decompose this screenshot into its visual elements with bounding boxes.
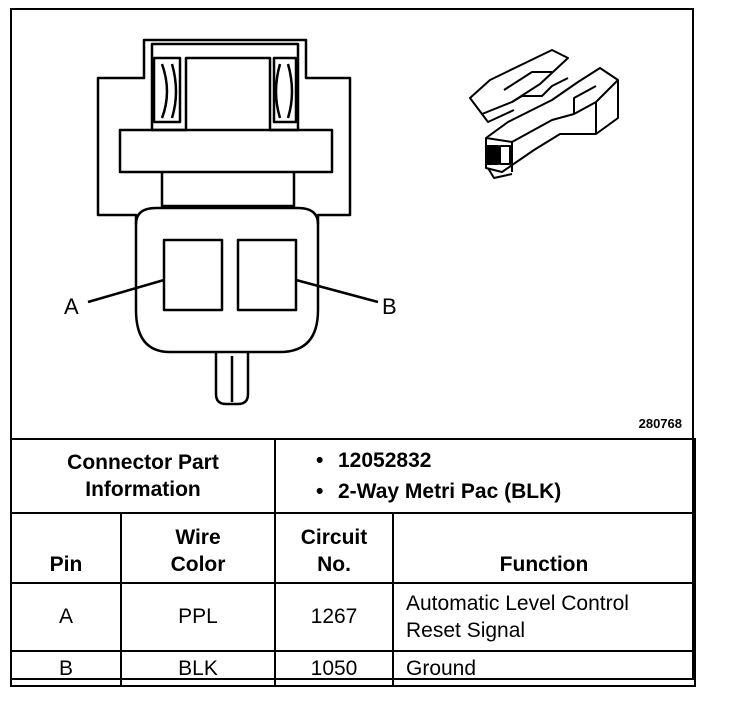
lock-bar — [118, 128, 334, 174]
key-tab — [214, 352, 250, 406]
bullet-part-number: • — [316, 449, 324, 472]
connector-info-label-line1: Connector Part — [67, 451, 219, 474]
cavity-a — [162, 238, 224, 312]
connector-info-label: Connector Part Information — [10, 438, 276, 514]
header-function: Function — [391, 512, 697, 584]
bullet-description: • — [316, 480, 324, 503]
connector-neck — [160, 172, 296, 208]
pin-label-b: B — [382, 294, 397, 319]
leader-a — [87, 278, 165, 304]
table-row: A PPL 1267 Automatic Level Control Reset… — [10, 582, 697, 652]
figure-id: 280768 — [638, 416, 682, 431]
connector-info-row: Connector Part Information • 12052832 • 2-… — [10, 438, 697, 514]
part-number: 12052832 — [338, 449, 432, 472]
row-a-pin: A — [10, 582, 122, 652]
row-b-wire-color: BLK — [120, 650, 276, 687]
connector-info-values: • 12052832 • 2-Way Metri Pac (BLK) — [273, 438, 697, 514]
pin-label-a: A — [64, 294, 79, 319]
row-a-function-line2: Reset Signal — [406, 619, 526, 642]
latch-left-tooth — [152, 56, 182, 124]
connector-face — [134, 206, 320, 225]
row-a-function: Automatic Level Control Reset Signal — [391, 582, 697, 652]
latch-right-tooth — [272, 56, 298, 124]
row-b-pin: B — [10, 650, 122, 687]
row-a-function-line1: Automatic Level Control — [406, 592, 629, 615]
header-wire-line2: Color — [170, 553, 226, 576]
connector-table: Connector Part Information • 12052832 • 2-… — [10, 438, 697, 687]
connector-info-label-line2: Information — [85, 478, 201, 501]
leader-b — [295, 278, 379, 304]
table-row: B BLK 1050 Ground — [10, 650, 697, 687]
connector-isometric-view — [469, 49, 619, 179]
row-a-wire-color: PPL — [120, 582, 276, 652]
connector-description: 2-Way Metri Pac (BLK) — [338, 480, 562, 503]
header-wire-line1: Wire — [175, 526, 221, 549]
cavity-b — [236, 238, 298, 312]
header-pin-label: Pin — [49, 553, 83, 576]
header-function-label: Function — [499, 553, 589, 576]
header-circuit: Circuit No. — [274, 512, 394, 584]
row-b-circuit: 1050 — [274, 650, 394, 687]
connector-housing-outline — [96, 38, 352, 354]
row-b-function: Ground — [391, 650, 697, 687]
header-circuit-line1: Circuit — [300, 526, 368, 549]
header-pin: Pin — [10, 512, 122, 584]
header-wire-color: Wire Color — [120, 512, 276, 584]
header-circuit-line2: No. — [317, 553, 351, 576]
table-header-row: Pin Wire Color Circuit No. Function — [10, 512, 697, 584]
connector-drawing: A B — [64, 38, 619, 406]
row-a-circuit: 1267 — [274, 582, 394, 652]
connector-sheet: A B 280768 Connector Part Information — [10, 8, 697, 687]
